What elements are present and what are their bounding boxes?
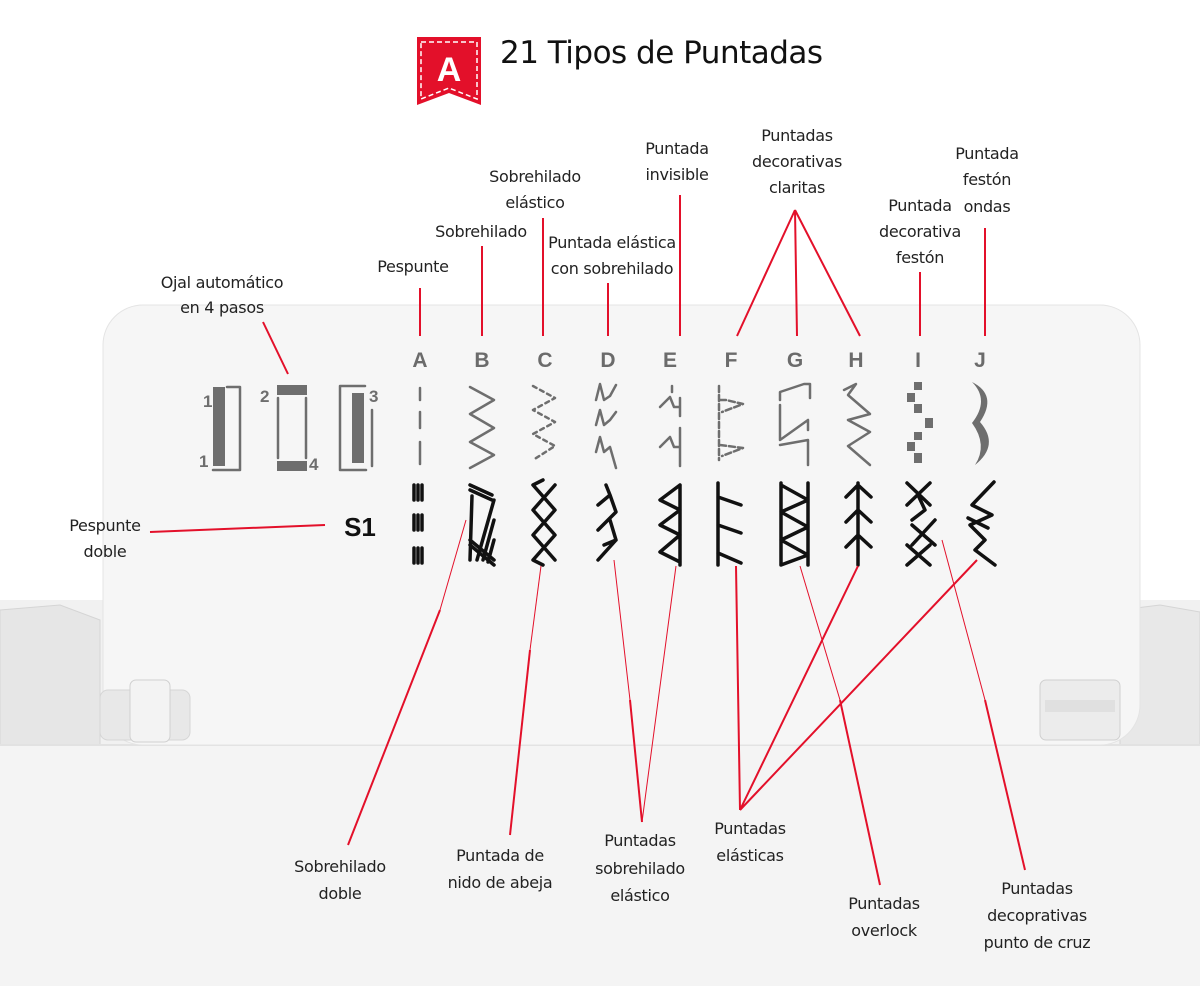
arrow-stitch-icon	[844, 481, 873, 567]
column-letter: F	[725, 349, 738, 372]
stitch-labels: Ojal automático en 4 pasos Pespunte Sobr…	[69, 126, 1090, 952]
label-overlock: overlock	[851, 921, 918, 940]
label-pespunte-doble: doble	[84, 542, 127, 561]
label-feston: Puntada	[888, 196, 952, 215]
stitch-patterns-top	[418, 382, 989, 470]
column-letter: H	[848, 349, 863, 372]
label-ojal: Ojal automático	[161, 273, 284, 292]
column-letter: E	[663, 349, 677, 372]
column-letter: G	[787, 349, 803, 372]
overcast-stitch-icon	[594, 382, 618, 470]
label-ojal: en 4 pasos	[180, 298, 264, 317]
label-invisible: invisible	[645, 165, 708, 184]
label-sobrehilado-doble: Sobrehilado	[294, 857, 386, 876]
column-letter: A	[412, 349, 427, 372]
buttonhole-icons: 1 1 2 4 3	[199, 384, 378, 474]
feather-t-icon	[716, 481, 743, 567]
label-elasticas: elásticas	[716, 846, 783, 865]
row-label-s1: S1	[344, 512, 376, 542]
label-punto-cruz: punto de cruz	[984, 933, 1091, 952]
blind-stitch-icon	[658, 384, 682, 468]
label-sobrehilado: Sobrehilado	[435, 222, 527, 241]
label-sobrehilado-doble: doble	[319, 884, 362, 903]
label-nido-abeja: nido de abeja	[448, 873, 553, 892]
column-letter: I	[915, 349, 921, 372]
cross-stitch-icon	[905, 481, 937, 567]
stitch-patterns-bottom	[412, 478, 997, 567]
label-pespunte-doble: Pespunte	[69, 516, 140, 535]
label-sobrehilado-elastico: elástico	[505, 193, 564, 212]
label-claritas: Puntadas	[761, 126, 833, 145]
step-number: 1	[203, 392, 212, 411]
lightning-stitch-icon	[966, 480, 997, 567]
page-title: 21 Tipos de Puntadas	[500, 35, 823, 71]
column-letter: B	[474, 349, 489, 372]
double-overcast-icon	[468, 483, 496, 567]
zigzag-stitch-icon	[468, 385, 496, 470]
triangle-stitch-icon	[658, 483, 682, 567]
scallop-stitch-icon	[907, 382, 933, 463]
label-punto-cruz: Puntadas	[1001, 879, 1073, 898]
leader-lines	[149, 195, 1026, 886]
decorative-s-icon	[778, 382, 812, 467]
label-feston: festón	[896, 248, 944, 267]
column-letter: D	[600, 349, 615, 372]
label-elasticas: Puntadas	[714, 819, 786, 838]
wave-scallop-icon	[972, 382, 989, 465]
label-invisible: Puntada	[645, 139, 709, 158]
label-feston: decorativa	[879, 222, 961, 241]
label-sobrehilado-elastico-plural: elástico	[610, 886, 669, 905]
label-pespunte: Pespunte	[377, 257, 448, 276]
decorative-wave-icon	[842, 382, 872, 467]
step-number: 1	[199, 452, 208, 471]
column-letters: A B C D E F G H I J	[412, 349, 985, 372]
label-sobrehilado-elastico: Sobrehilado	[489, 167, 581, 186]
step-number: 4	[309, 455, 319, 474]
column-letter: C	[537, 349, 552, 372]
step-number: 3	[369, 387, 378, 406]
elastic-zigzag-icon	[531, 384, 557, 462]
column-letter: J	[974, 349, 986, 372]
decorative-v-icon	[717, 384, 745, 462]
label-sobrehilado-elastico-plural: Puntadas	[604, 831, 676, 850]
label-claritas: claritas	[769, 178, 825, 197]
honeycomb-icon	[531, 478, 557, 567]
label-claritas: decorativas	[752, 152, 842, 171]
step-number: 2	[260, 387, 269, 406]
label-elastica-sobrehilado: con sobrehilado	[551, 259, 673, 278]
label-punto-cruz: decoprativas	[987, 906, 1087, 925]
label-feston-ondas: Puntada	[955, 144, 1019, 163]
elastic-overcast-icon	[596, 483, 618, 562]
label-sobrehilado-elastico-plural: sobrehilado	[595, 859, 685, 878]
overlock-triangle-icon	[779, 481, 810, 567]
logo-letter: A	[437, 51, 462, 89]
label-elastica-sobrehilado: Puntada elástica	[548, 233, 676, 252]
brand-logo: A	[417, 37, 481, 105]
label-feston-ondas: ondas	[964, 197, 1011, 216]
label-feston-ondas: festón	[963, 170, 1011, 189]
double-straight-icon	[412, 483, 424, 565]
label-nido-abeja: Puntada de	[456, 846, 544, 865]
label-overlock: Puntadas	[848, 894, 920, 913]
